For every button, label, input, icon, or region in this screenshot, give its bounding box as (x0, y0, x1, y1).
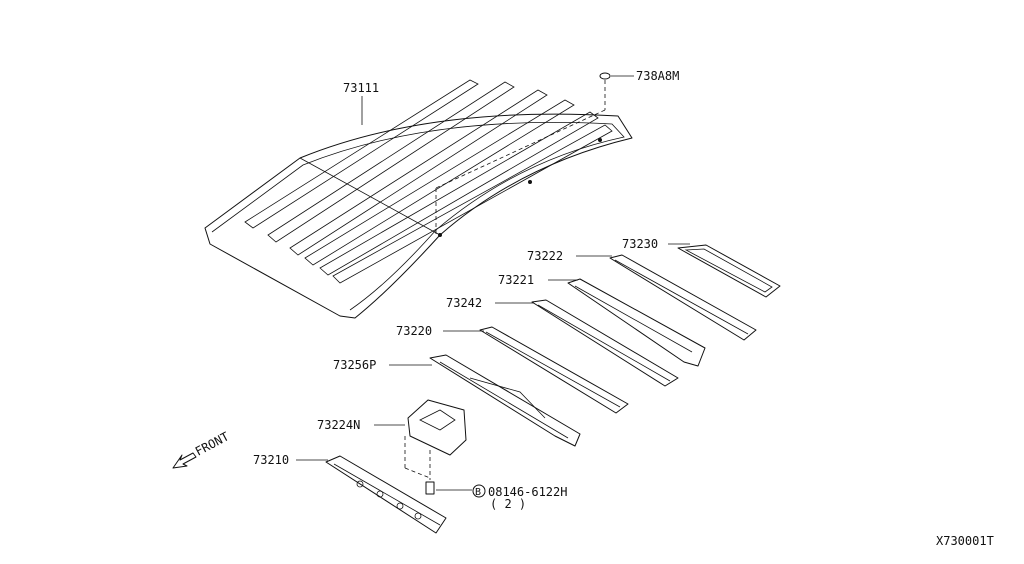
roof-bow-1: 73242 (446, 296, 679, 387)
label-bow-3: 73222 (527, 249, 563, 263)
front-direction-arrow: FRONT (172, 429, 231, 469)
label-bow-1: 73242 (446, 296, 482, 310)
bolt-quantity: ( 2 ) (490, 497, 526, 511)
bolt: B 08146-6122H ( 2 ) (425, 481, 567, 511)
label-front-panel: 73256P (333, 358, 376, 372)
diagram-id: X730001T (936, 534, 994, 548)
roof-clip: 738A8M (435, 69, 679, 234)
roof-bow-front: 73220 (396, 324, 629, 414)
label-bracket: 73224N (317, 418, 360, 432)
roof-bow-2: 73221 (498, 273, 706, 367)
front-panel: 73256P (333, 354, 581, 447)
label-rear-rail: 73230 (622, 237, 658, 251)
roof-panel (204, 79, 633, 319)
bolt-marker: B (475, 487, 481, 498)
label-bow-front: 73220 (396, 324, 432, 338)
front-rail: 73210 (253, 453, 447, 534)
bracket: 73224N (317, 399, 467, 480)
roof-bow-3: 73222 (527, 249, 757, 341)
label-bow-2: 73221 (498, 273, 534, 287)
label-front-rail: 73210 (253, 453, 289, 467)
callout-roof: 73111 (343, 81, 379, 125)
label-clip: 738A8M (636, 69, 679, 83)
label-roof: 73111 (343, 81, 379, 95)
label-bolt: 08146-6122H (488, 485, 567, 499)
rear-rail: 73230 (622, 237, 781, 298)
front-label: FRONT (193, 429, 231, 458)
